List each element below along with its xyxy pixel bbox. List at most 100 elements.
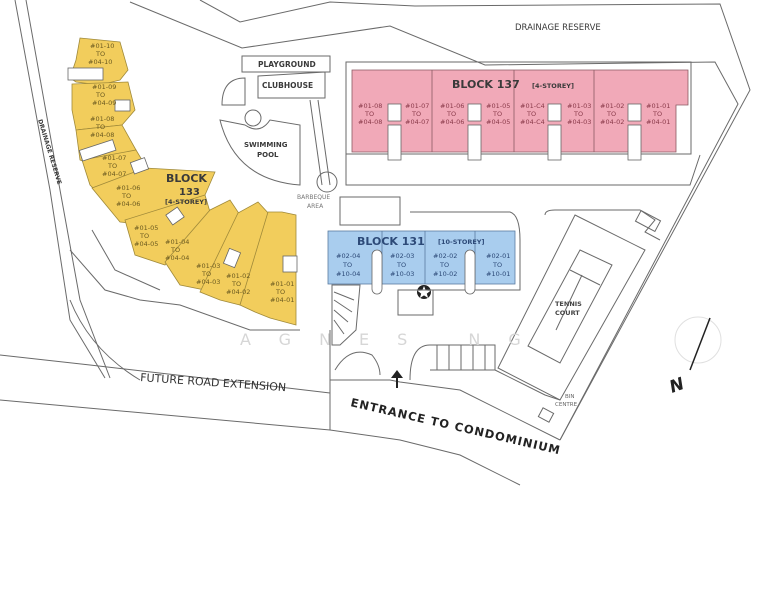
svg-text:#01-02: #01-02 (226, 272, 250, 280)
svg-text:#01-05: #01-05 (486, 102, 510, 110)
pool-label: POOL (257, 151, 279, 159)
svg-text:#04-03: #04-03 (567, 118, 591, 126)
svg-text:#10-02: #10-02 (433, 270, 457, 278)
svg-text:TO: TO (95, 123, 105, 131)
block-133-title-2: 133 (179, 187, 200, 198)
svg-text:#01-C4: #01-C4 (520, 102, 545, 110)
svg-text:#10-03: #10-03 (390, 270, 414, 278)
svg-text:TO: TO (201, 270, 211, 278)
tennis-label: TENNIS (555, 300, 582, 308)
location-star-icon (417, 285, 431, 299)
svg-text:#01-01: #01-01 (646, 102, 670, 110)
svg-text:#01-06: #01-06 (440, 102, 464, 110)
block-133-title-1: BLOCK (166, 172, 207, 185)
drainage-reserve-top-label: DRAINAGE RESERVE (515, 23, 601, 33)
svg-text:#04-07: #04-07 (102, 170, 126, 178)
svg-text:#04-10: #04-10 (88, 58, 112, 66)
svg-text:TO: TO (652, 110, 662, 118)
svg-text:TO: TO (231, 280, 241, 288)
clubhouse: CLUBHOUSE (257, 71, 326, 99)
entrance-arrow-icon (391, 370, 403, 388)
svg-text:TO: TO (342, 261, 352, 269)
svg-text:#04-07: #04-07 (405, 118, 429, 126)
svg-text:TO: TO (107, 162, 117, 170)
tennis-court: TENNIS COURT (497, 209, 661, 401)
svg-text:#04-01: #04-01 (646, 118, 670, 126)
svg-text:TO: TO (526, 110, 536, 118)
svg-text:#01-04: #01-04 (165, 238, 189, 246)
svg-text:#01-09: #01-09 (92, 83, 116, 91)
north-label: N (667, 374, 687, 398)
svg-text:#04-C4: #04-C4 (520, 118, 545, 126)
court-label: COURT (555, 309, 580, 317)
watermark: AGNES NG (240, 330, 549, 349)
svg-text:#01-05: #01-05 (134, 224, 158, 232)
svg-text:#01-01: #01-01 (270, 280, 294, 288)
svg-text:TO: TO (95, 50, 105, 58)
svg-text:#01-03: #01-03 (196, 262, 220, 270)
svg-text:#04-02: #04-02 (600, 118, 624, 126)
svg-text:#02-01: #02-01 (486, 252, 510, 260)
svg-text:TO: TO (606, 110, 616, 118)
block-131-storeys: [10-STOREY] (438, 238, 485, 246)
svg-text:TO: TO (411, 110, 421, 118)
north-arrow-icon: N (667, 316, 722, 398)
entrance-label: ENTRANCE TO CONDOMINIUM (349, 395, 562, 457)
svg-text:TO: TO (139, 232, 149, 240)
svg-text:#04-05: #04-05 (486, 118, 510, 126)
svg-text:#04-01: #04-01 (270, 296, 294, 304)
svg-text:#10-01: #10-01 (486, 270, 510, 278)
svg-text:#04-06: #04-06 (440, 118, 464, 126)
bin-centre: BIN CENTRE (537, 394, 578, 423)
clubhouse-label: CLUBHOUSE (262, 81, 313, 90)
centre-label: CENTRE (555, 402, 578, 408)
playground-label: PLAYGROUND (258, 60, 316, 69)
svg-text:TO: TO (492, 261, 502, 269)
svg-text:TO: TO (492, 110, 502, 118)
svg-text:#02-03: #02-03 (390, 252, 414, 260)
svg-text:#02-02: #02-02 (433, 252, 457, 260)
svg-text:#04-08: #04-08 (358, 118, 382, 126)
svg-text:TO: TO (573, 110, 583, 118)
site-boundary (0, 0, 751, 486)
svg-text:#04-05: #04-05 (134, 240, 158, 248)
svg-text:#04-09: #04-09 (92, 99, 116, 107)
svg-text:#02-04: #02-04 (336, 252, 360, 260)
svg-text:#01-08: #01-08 (358, 102, 382, 110)
future-road-label: FUTURE ROAD EXTENSION (140, 371, 287, 394)
bin-label: BIN (565, 394, 575, 400)
svg-text:TO: TO (95, 91, 105, 99)
swimming-label: SWIMMING (244, 141, 288, 149)
svg-text:#04-03: #04-03 (196, 278, 220, 286)
svg-text:TO: TO (170, 246, 180, 254)
svg-text:#01-02: #01-02 (600, 102, 624, 110)
swimming-pool: SWIMMING POOL (219, 77, 301, 186)
block-131-title: BLOCK 131 (357, 235, 425, 248)
svg-text:#01-07: #01-07 (102, 154, 126, 162)
svg-text:TO: TO (364, 110, 374, 118)
svg-text:#01-10: #01-10 (90, 42, 114, 50)
barbeque-label: BARBEQUE (297, 194, 330, 201)
svg-text:TO: TO (396, 261, 406, 269)
